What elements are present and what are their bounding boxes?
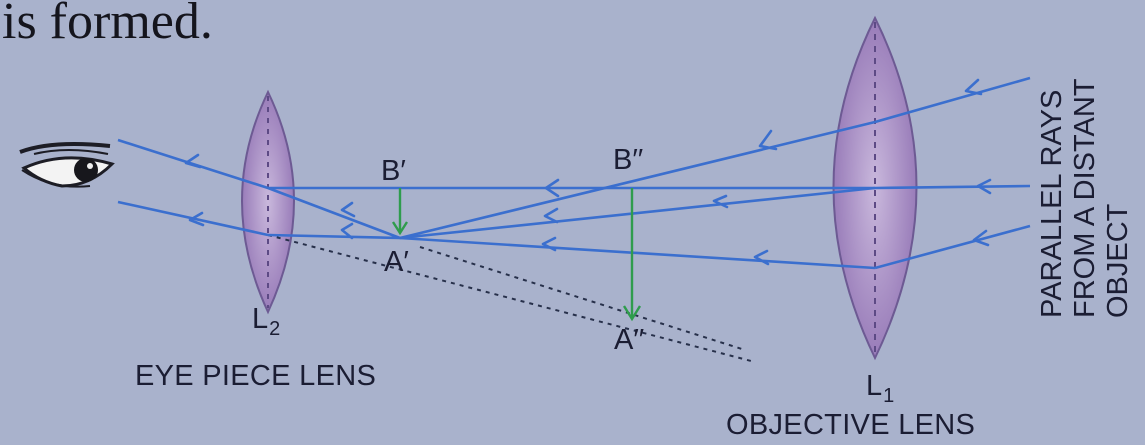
eyepiece-caption: EYE PIECE LENS bbox=[135, 360, 377, 392]
incoming-label-line-1: PARALLEL RAYS bbox=[1036, 89, 1068, 318]
ray-direction-arrows bbox=[184, 78, 992, 266]
image-arrow-a-prime bbox=[391, 188, 409, 236]
label-l1: L1 bbox=[866, 370, 895, 407]
label-a-double-prime: A′′ bbox=[614, 324, 645, 356]
refracted-rays bbox=[267, 120, 876, 270]
eyepiece-lens bbox=[241, 89, 295, 315]
eye-icon bbox=[19, 142, 115, 188]
image-arrow-a-double-prime bbox=[622, 188, 642, 322]
incoming-label-line-2: FROM A DISTANT bbox=[1069, 78, 1101, 318]
incoming-label-line-3: OBJECT bbox=[1102, 203, 1134, 318]
virtual-ray-extensions bbox=[267, 234, 756, 363]
objective-caption: OBJECTIVE LENS bbox=[726, 409, 976, 441]
label-b-prime: B′ bbox=[381, 155, 406, 187]
label-b-double-prime: B′′ bbox=[613, 144, 644, 176]
label-l2: L2 bbox=[252, 303, 281, 340]
page-heading: is formed. bbox=[2, 0, 213, 50]
incoming-rays bbox=[874, 76, 1031, 270]
label-a-prime: A′ bbox=[384, 246, 409, 278]
